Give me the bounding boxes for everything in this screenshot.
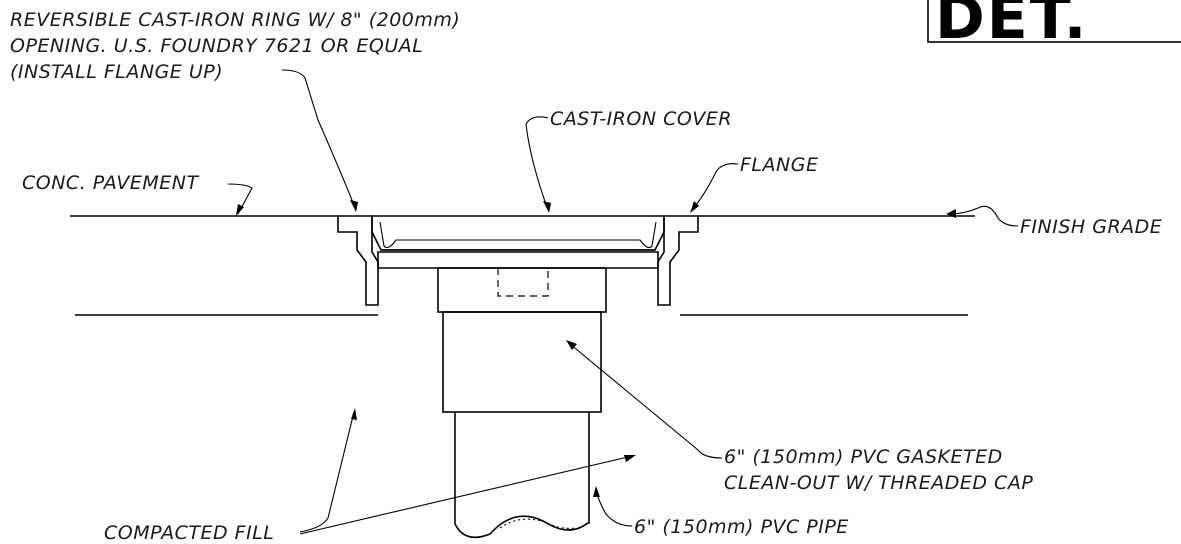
label-fill: COMPACTED FILL xyxy=(104,522,274,544)
cover-inner-edge xyxy=(379,221,657,249)
leader-flange-arrow xyxy=(690,201,699,213)
leader-pipe-arrow xyxy=(593,486,600,497)
pipe-break xyxy=(454,515,590,539)
leader-flange xyxy=(691,163,739,211)
leader-cleanout-arrow xyxy=(566,340,577,350)
label-ring-line1: REVERSIBLE CAST-IRON RING W/ 8" (200mm) xyxy=(10,9,460,31)
cleanout-body xyxy=(442,311,602,413)
title-block: DET. xyxy=(927,0,1181,53)
cover-seat xyxy=(377,251,659,269)
label-finish-grade: FINISH GRADE xyxy=(1020,216,1162,238)
leader-finish-grade xyxy=(949,205,1019,227)
cast-iron-cover xyxy=(371,215,665,251)
leader-pavement-arrow xyxy=(236,204,244,216)
title-block-frame xyxy=(927,0,1181,43)
label-pipe: 6" (150mm) PVC PIPE xyxy=(634,516,849,538)
label-pavement: CONC. PAVEMENT xyxy=(22,172,199,194)
label-cleanout-line1: 6" (150mm) PVC GASKETED xyxy=(724,446,1003,468)
ring-right xyxy=(657,215,699,306)
label-cover: CAST-IRON COVER xyxy=(550,108,732,130)
leader-fill-left-arrow xyxy=(351,408,357,420)
label-flange: FLANGE xyxy=(740,154,818,176)
ring-left xyxy=(337,215,379,306)
pipe-break-hatch xyxy=(499,518,576,529)
leader-fill-right xyxy=(299,455,633,535)
leader-ring xyxy=(281,69,357,211)
leader-fill-left xyxy=(299,411,355,533)
leader-cover-arrow xyxy=(543,201,551,213)
title-block-text: DET. xyxy=(935,0,1088,53)
label-ring-line3: (INSTALL FLANGE UP) xyxy=(10,61,223,83)
cap-hidden-plug xyxy=(497,268,549,297)
threaded-cap xyxy=(437,267,607,313)
leader-finish-grade-arrow xyxy=(946,209,956,218)
leader-pavement xyxy=(227,183,253,215)
label-ring-line2: OPENING. U.S. FOUNDRY 7621 OR EQUAL xyxy=(10,35,423,57)
leader-fill-right-arrow xyxy=(624,455,636,462)
leader-ring-arrow xyxy=(350,200,358,212)
label-cleanout-line2: CLEAN-OUT W/ THREADED CAP xyxy=(724,472,1033,494)
leader-pipe xyxy=(595,489,633,527)
leader-cleanout xyxy=(569,343,723,459)
leader-cover xyxy=(525,116,549,211)
